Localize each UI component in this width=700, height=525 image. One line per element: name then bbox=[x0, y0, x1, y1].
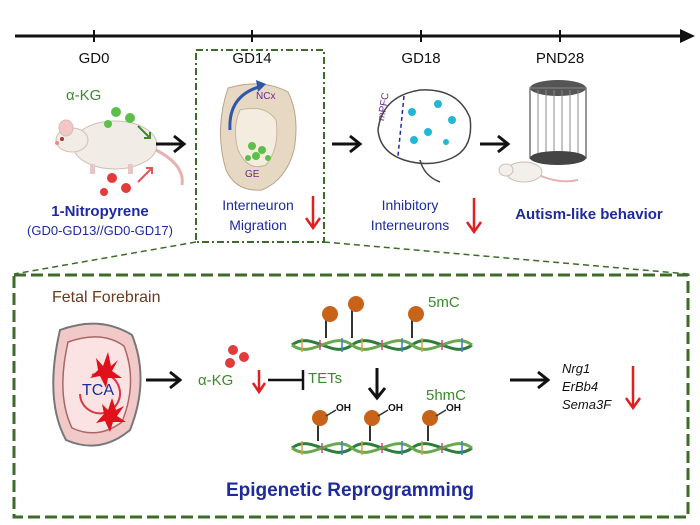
akg-mechanism-label: α-KG bbox=[198, 372, 234, 389]
panel-footer: Epigenetic Reprogramming bbox=[225, 480, 475, 501]
brain-icon bbox=[377, 89, 472, 183]
gd14-box bbox=[195, 49, 325, 243]
panel-title: Fetal Forebrain bbox=[52, 289, 161, 306]
cage-icon bbox=[529, 80, 587, 165]
agent-label: 1-Nitropyrene bbox=[51, 203, 149, 220]
ge-label: GE bbox=[245, 169, 260, 180]
akg-molecules-icon bbox=[104, 107, 151, 139]
gd18-caption-line2: Interneurons bbox=[370, 217, 450, 233]
tick-label-gd18: GD18 bbox=[401, 50, 441, 67]
ncx-label: NCx bbox=[256, 91, 276, 102]
oh-label: OH bbox=[388, 403, 403, 414]
tick-label-gd14: GD14 bbox=[232, 50, 272, 67]
arrow-right-icon bbox=[510, 370, 551, 390]
mouse-icon bbox=[55, 119, 184, 186]
mechanism-panel bbox=[12, 273, 690, 519]
arrow-down-icon bbox=[465, 198, 483, 235]
brain-section-icon bbox=[220, 80, 297, 191]
akg-label: α-KG bbox=[66, 87, 102, 104]
dna-helix-methylated-icon bbox=[291, 296, 473, 352]
oh-label: OH bbox=[336, 403, 351, 414]
oh-label: OH bbox=[446, 403, 461, 414]
inhibition-arrow-icon bbox=[268, 370, 305, 390]
nitropyrene-molecules-icon bbox=[100, 167, 153, 196]
tets-label: TETs bbox=[308, 370, 343, 387]
arrow-right-icon bbox=[332, 134, 363, 154]
arrow-right-icon bbox=[146, 370, 183, 390]
gene-label: ErBb4 bbox=[562, 379, 599, 394]
zoom-line-left bbox=[13, 241, 197, 275]
akg-molecules-icon bbox=[225, 345, 249, 368]
exposure-window-label: (GD0-GD13//GD0-GD17) bbox=[27, 223, 173, 238]
arrow-right-icon bbox=[480, 134, 511, 154]
tick-label-gd0: GD0 bbox=[78, 50, 110, 67]
arrow-right-icon bbox=[156, 134, 187, 154]
arrow-down-icon bbox=[251, 370, 267, 395]
gd14-caption-line1: Interneuron bbox=[222, 197, 294, 213]
pnd28-caption: Autism-like behavior bbox=[515, 206, 663, 223]
arrow-down-icon bbox=[367, 368, 387, 401]
mouse-icon bbox=[498, 161, 579, 183]
arrow-down-icon bbox=[624, 366, 642, 411]
gene-label: Nrg1 bbox=[562, 361, 591, 376]
zoom-line-right bbox=[323, 241, 689, 275]
mark-5mc-label: 5mC bbox=[428, 294, 460, 311]
arrow-down-icon bbox=[304, 196, 322, 231]
dna-helix-hydroxymethylated-icon bbox=[291, 409, 473, 455]
gd18-caption-line1: Inhibitory bbox=[381, 197, 439, 213]
gene-label: Sema3F bbox=[562, 397, 612, 412]
mark-5hmc-label: 5hmC bbox=[426, 387, 467, 404]
tca-label: TCA bbox=[82, 382, 114, 399]
timeline bbox=[15, 29, 695, 43]
tick-label-pnd28: PND28 bbox=[535, 50, 585, 67]
mitochondrion-icon bbox=[52, 322, 142, 447]
gd14-caption-line2: Migration bbox=[229, 217, 287, 233]
